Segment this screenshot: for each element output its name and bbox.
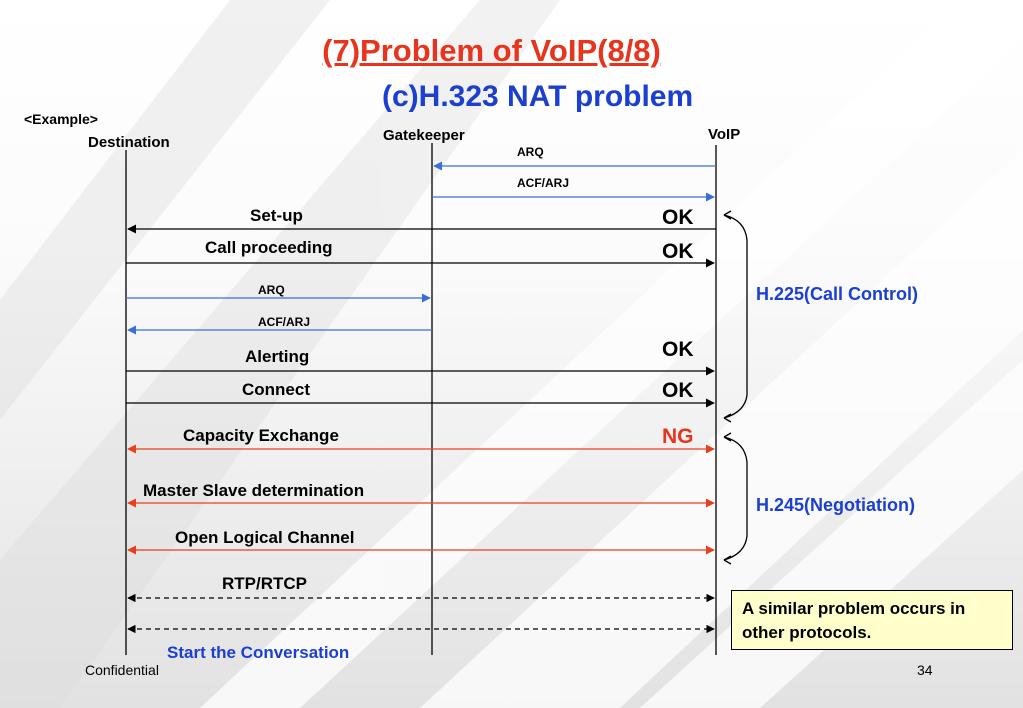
label-rtp-rtcp: RTP/RTCP — [222, 574, 307, 593]
label-acf-arj-mid: ACF/ARJ — [258, 315, 311, 329]
label-capacity-exchange: Capacity Exchange — [183, 426, 339, 445]
page-title: (7)Problem of VoIP(8/8) — [322, 33, 661, 68]
status-capacity-exchange: NG — [662, 425, 694, 448]
entity-destination: Destination — [88, 134, 170, 151]
label-setup: Set-up — [250, 206, 303, 225]
page-subtitle: (c)H.323 NAT problem — [382, 80, 694, 113]
label-call-proceeding: Call proceeding — [205, 238, 333, 257]
label-acf-arj-top: ACF/ARJ — [517, 176, 570, 190]
page-number: 34 — [917, 662, 933, 678]
entity-voip: VoIP — [708, 126, 741, 143]
status-connect: OK — [662, 379, 694, 402]
status-alerting: OK — [662, 338, 694, 361]
bracket-label-h245: H.245(Negotiation) — [756, 495, 916, 515]
label-alerting: Alerting — [245, 347, 310, 366]
bracket-h245 — [723, 436, 748, 561]
label-connect: Connect — [242, 380, 310, 399]
example-label: <Example> — [24, 111, 98, 127]
entity-gatekeeper: Gatekeeper — [383, 127, 465, 144]
label-master-slave: Master Slave determination — [143, 481, 365, 500]
label-arq-top: ARQ — [517, 145, 544, 159]
note-box: A similar problem occurs in other protoc… — [731, 590, 1013, 650]
status-setup: OK — [662, 206, 694, 229]
footer-confidential: Confidential — [85, 662, 159, 678]
label-start-conversation: Start the Conversation — [167, 643, 350, 662]
bracket-h225 — [723, 214, 748, 419]
label-open-logical-channel: Open Logical Channel — [175, 528, 355, 547]
label-arq-mid: ARQ — [258, 283, 285, 297]
status-call-proceeding: OK — [662, 240, 694, 263]
bracket-label-h225: H.225(Call Control) — [756, 284, 919, 304]
